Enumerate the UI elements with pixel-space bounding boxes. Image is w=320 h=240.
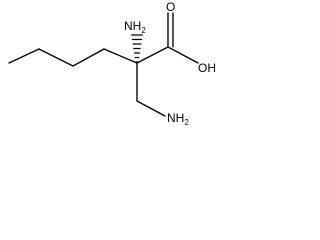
- bond-alpha-to-carboxyl: [136, 46, 169, 64]
- terminal-amine-subscript: 2: [184, 118, 189, 127]
- bond-butyl-2: [38, 48, 74, 67]
- oxygen-label: O: [166, 0, 175, 14]
- bond-butyl-1: [8, 48, 40, 64]
- alpha-amine-subscript: 2: [141, 26, 146, 35]
- bond-carbon-to-hydroxyl: [167, 46, 199, 64]
- alpha-amine-label: NH2: [124, 19, 146, 35]
- bond-butyl-3: [72, 48, 105, 67]
- terminal-amine-main: NH: [167, 111, 184, 125]
- terminal-amine-label: NH2: [167, 111, 189, 127]
- structure-diagram: O OH NH2 NH2: [8, 0, 216, 127]
- hashed-wedge-bond: [131, 34, 143, 63]
- alpha-amine-main: NH: [124, 19, 141, 33]
- hydroxyl-label: OH: [198, 61, 216, 75]
- bond-butyl-4: [103, 48, 138, 64]
- bond-ch2-to-amine: [136, 100, 166, 117]
- molecule-canvas: O OH NH2 NH2: [0, 0, 230, 140]
